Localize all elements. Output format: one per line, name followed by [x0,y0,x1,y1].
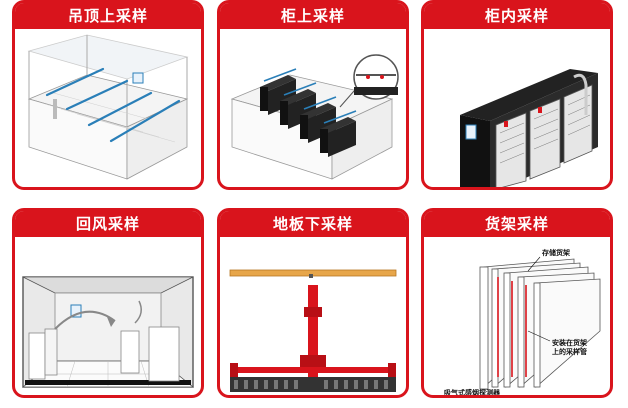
panel-in-cabinet-sampling: 柜内采样 [421,0,613,190]
airflow-arrow [54,310,116,330]
panel-cabinet-top-sampling: 柜上采样 [217,0,409,190]
label-pipe-on-shelf-2: 上的采样管 [552,347,587,356]
in-cabinet-sampling-illustration [460,69,598,187]
detector-icon [132,72,144,84]
panel-title: 回风采样 [15,211,201,237]
cabinet-top-sampling-illustration [230,54,399,180]
label-storage-shelf: 存储货架 [542,248,570,257]
return-air-sampling-illustration [21,276,195,388]
underfloor-sampling-illustration [229,269,397,392]
panel-title: 柜上采样 [220,3,406,29]
panel-underfloor-sampling: 地板下采样 [217,208,409,398]
sampling-pipe-4 [109,99,181,143]
ceiling-sampling-illustration [27,34,189,180]
sampling-pipe-2 [65,79,129,111]
sampling-pipes [497,277,527,377]
shelf-sampling-illustration: 存储货架 安装在货架 上的采样管 吸气式感烟探测器 [444,248,601,397]
panel-title: 柜内采样 [424,3,610,29]
detector-icon [465,124,477,140]
detector-icon [70,304,82,318]
raised-floor [25,380,191,385]
panel-shelf-sampling: 货架采样 存储货架 安装在货架 上的采样管 吸气式感烟探测器 [421,208,613,398]
sampling-point-markers [504,107,542,127]
sampling-pipe-3 [87,91,153,127]
label-pipe-on-shelf-1: 安装在货架 [552,338,587,347]
panel-ceiling-sampling: 吊顶上采样 [12,0,204,190]
panel-return-air-sampling: 回风采样 [12,208,204,398]
panel-title: 地板下采样 [220,211,406,237]
vertical-sampling-pipe [308,285,318,383]
sampling-pipe-1 [45,67,105,97]
panel-title: 吊顶上采样 [15,3,201,29]
server-rack-row [260,75,356,157]
horizontal-sampling-pipe [232,367,394,373]
panel-title: 货架采样 [424,211,610,237]
label-detector: 吸气式感烟探测器 [444,388,501,397]
storage-shelves [483,258,601,388]
